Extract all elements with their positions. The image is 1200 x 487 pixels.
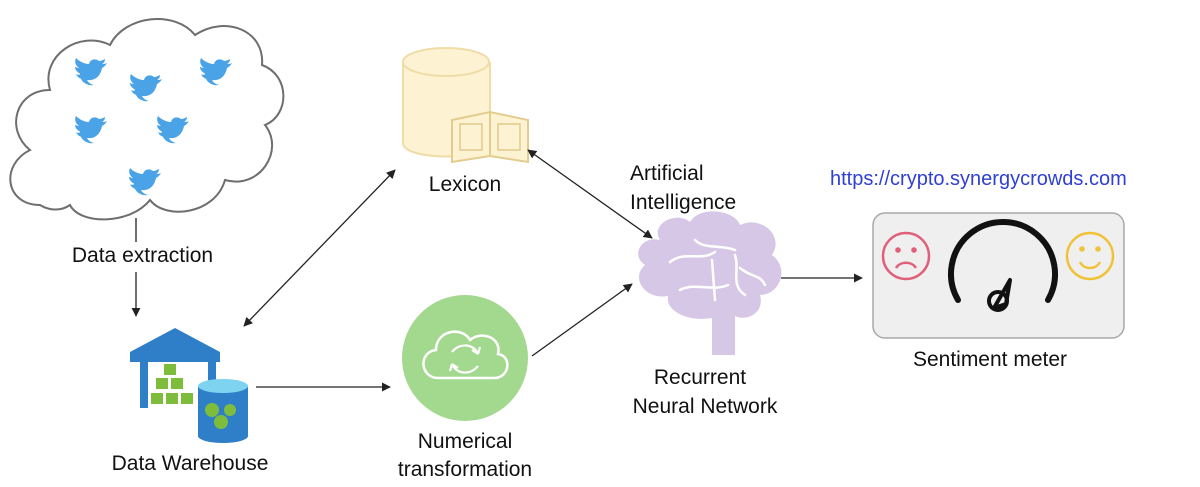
- lexicon-label: Lexicon: [428, 173, 502, 196]
- numerical-label-line2: transformation: [397, 458, 533, 481]
- brain-icon: [638, 211, 782, 355]
- numerical-label-line1: Numerical: [417, 430, 513, 453]
- warehouse-icon: [130, 328, 248, 443]
- ai-label-line2: Intelligence: [630, 191, 737, 214]
- lexicon-brain-arrow: [527, 149, 653, 239]
- ai-label-line1: Artificial: [630, 162, 704, 185]
- happy-face-icon: [1065, 231, 1115, 281]
- cloud-sync-icon: [402, 295, 528, 421]
- data-extraction-label: Data extraction: [71, 244, 214, 267]
- numerical-brain-arrow: [531, 283, 633, 357]
- twitter-cloud-icon: [9, 18, 285, 221]
- rnn-label-line2: Neural Network: [632, 395, 778, 418]
- sentiment-meter-label: Sentiment meter: [912, 348, 1068, 371]
- sentiment-meter-box: [872, 212, 1125, 339]
- data-warehouse-label: Data Warehouse: [111, 452, 269, 475]
- warehouse-lexicon-arrow: [243, 169, 396, 327]
- sad-face-icon: [881, 231, 931, 281]
- gauge-icon: [948, 219, 1058, 312]
- open-book-icon: [451, 110, 529, 164]
- source-url-link[interactable]: https://crypto.synergycrowds.com: [830, 168, 1127, 190]
- rnn-label-line1: Recurrent: [653, 366, 747, 389]
